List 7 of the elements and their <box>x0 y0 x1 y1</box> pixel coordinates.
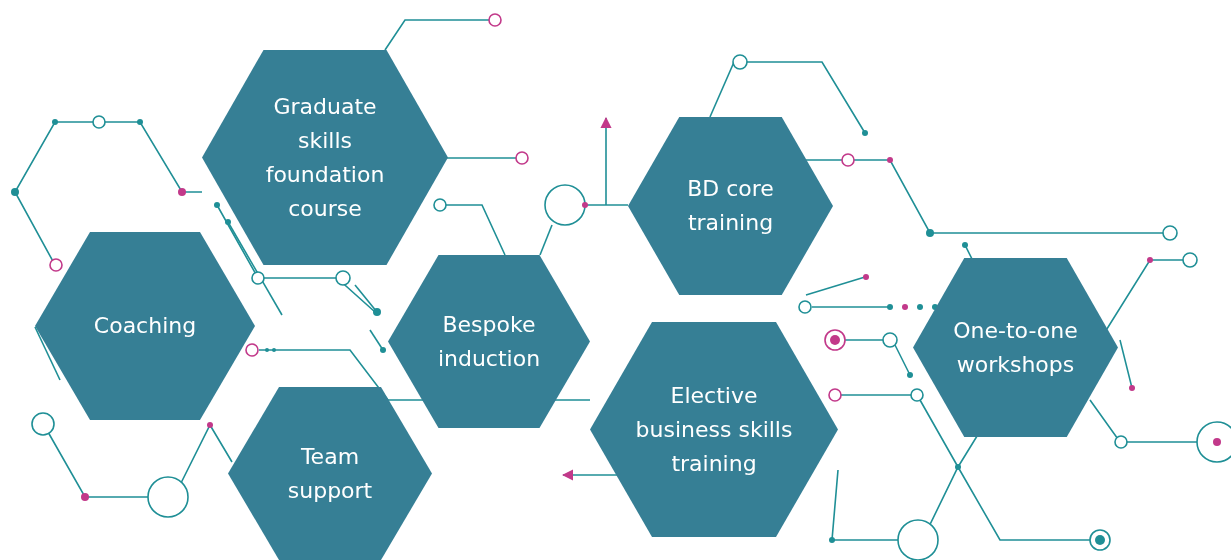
hexagon-label: BD core training <box>686 175 775 237</box>
hexagon-label: Elective business skills training <box>634 381 794 478</box>
hexagon-label: Graduate skills foundation course <box>264 92 386 223</box>
hexagon-label: One-to-one workshops <box>952 316 1079 379</box>
hexagon-label: Team support <box>286 442 374 505</box>
hexagon-label: Coaching <box>92 312 198 340</box>
hexagon-label: Bespoke induction <box>436 310 542 373</box>
